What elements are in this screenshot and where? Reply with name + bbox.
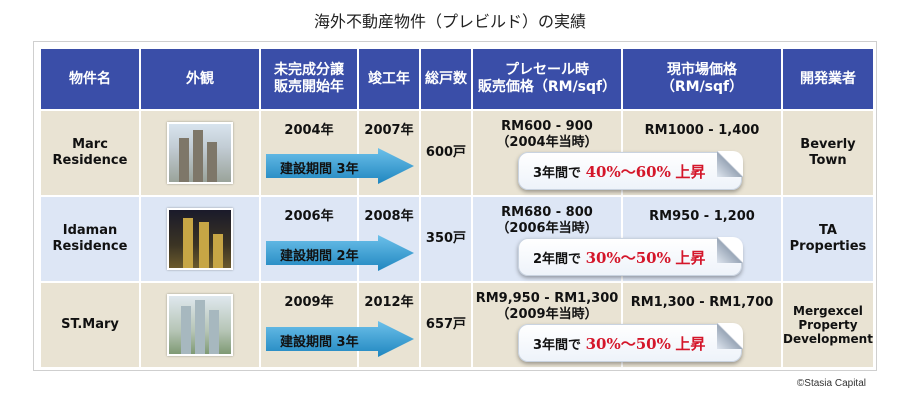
results-table-frame: 物件名 外観 未完成分譲 販売開始年 竣工年 総戸数 プレセール時 販売価格（R… — [33, 41, 877, 371]
price-gain-badge: 3年間で 30%～50% 上昇 — [518, 323, 743, 362]
property-name-cell: ST.Mary — [39, 281, 141, 369]
page-title: 海外不動産物件（プレビルド）の実績 — [313, 12, 586, 31]
developer-cell: Beverly Town — [781, 109, 875, 197]
property-name-line2: Residence — [52, 153, 128, 168]
market-price: RM1000 - 1,400 — [644, 123, 760, 138]
launch-year-cell: 2006年 — [259, 195, 359, 283]
header-launch-line2: 販売開始年 — [274, 79, 344, 95]
header-developer: 開発業者 — [781, 47, 875, 111]
presale-note: （2009年当時） — [496, 307, 598, 322]
page-curl-decoration — [717, 151, 743, 177]
table-row: Marc Residence 2004年 2007年 600戸 — [39, 109, 875, 197]
market-price: RM950 - 1,200 — [649, 209, 755, 224]
launch-year-cell: 2009年 — [259, 281, 359, 369]
property-name-line1: Idaman — [62, 223, 118, 238]
property-name-line1: ST.Mary — [61, 317, 119, 332]
header-completion: 竣工年 — [357, 47, 421, 111]
market-price: RM1,300 - RM1,700 — [630, 295, 774, 310]
header-presale-line1: プレセール時 — [505, 62, 589, 78]
header-market-line1: 現市場価格 — [667, 62, 737, 78]
header-name: 物件名 — [39, 47, 141, 111]
building-photo — [167, 122, 233, 184]
developer-line2: Property — [798, 318, 858, 332]
property-name-cell: Idaman Residence — [39, 195, 141, 283]
gain-label: 上昇 — [675, 249, 706, 267]
developer-line2: Properties — [789, 239, 867, 254]
presale-price: RM9,950 - RM1,300 — [475, 291, 619, 306]
page-curl-decoration — [717, 237, 743, 263]
launch-year: 2006年 — [284, 209, 334, 224]
launch-year: 2009年 — [284, 295, 334, 310]
presale-price: RM680 - 800 — [501, 205, 593, 220]
completion-year-cell: 2007年 — [357, 109, 421, 197]
exterior-cell — [139, 195, 261, 283]
header-market-line2: （RM/sqf） — [660, 79, 744, 95]
developer-line3: Development — [783, 332, 873, 346]
completion-year: 2012年 — [364, 295, 414, 310]
copyright-credit: ©Stasia Capital — [796, 378, 866, 389]
launch-year: 2004年 — [284, 123, 334, 138]
exterior-cell — [139, 281, 261, 369]
building-photo — [167, 294, 233, 356]
header-presale-line2: 販売価格（RM/sqf） — [477, 79, 617, 95]
completion-year-cell: 2012年 — [357, 281, 421, 369]
launch-year-cell: 2004年 — [259, 109, 359, 197]
price-gain-badge: 3年間で 40%～60% 上昇 — [518, 151, 743, 190]
header-launch-line1: 未完成分譲 — [274, 62, 344, 78]
units-cell: 657戸 — [419, 281, 473, 369]
construction-period-label: 建設期間 3年 — [280, 162, 359, 177]
construction-period-arrow: 建設期間 3年 — [266, 321, 414, 357]
building-photo — [167, 208, 233, 270]
gain-range: 30%～50% — [585, 335, 671, 353]
presale-note: （2006年当時） — [496, 221, 598, 236]
header-exterior: 外観 — [139, 47, 261, 111]
gain-range: 40%～60% — [585, 163, 671, 181]
results-table: 物件名 外観 未完成分譲 販売開始年 竣工年 総戸数 プレセール時 販売価格（R… — [39, 47, 875, 369]
developer-line1: TA — [819, 223, 837, 238]
table-row: Idaman Residence 2006年 2008年 350戸 — [39, 195, 875, 283]
presale-price: RM600 - 900 — [501, 119, 593, 134]
developer-line1: Beverly — [800, 137, 856, 152]
presale-note: （2004年当時） — [496, 135, 598, 150]
gain-label: 上昇 — [675, 335, 706, 353]
developer-line1: Mergexcel — [793, 304, 863, 318]
construction-period-arrow: 建設期間 3年 — [266, 148, 414, 184]
page-curl-decoration — [717, 323, 743, 349]
completion-year: 2007年 — [364, 123, 414, 138]
units-cell: 600戸 — [419, 109, 473, 197]
gain-period: 3年間で — [533, 166, 582, 181]
units-cell: 350戸 — [419, 195, 473, 283]
construction-period-arrow: 建設期間 2年 — [266, 235, 414, 271]
price-gain-badge: 2年間で 30%～50% 上昇 — [518, 237, 743, 276]
developer-cell: TA Properties — [781, 195, 875, 283]
property-name-line1: Marc — [72, 137, 108, 152]
property-name-cell: Marc Residence — [39, 109, 141, 197]
property-name-line2: Residence — [52, 239, 128, 254]
table-row: ST.Mary 2009年 2012年 657戸 — [39, 281, 875, 369]
gain-period: 3年間で — [533, 338, 582, 353]
construction-period-label: 建設期間 3年 — [280, 335, 359, 350]
developer-cell: Mergexcel Property Development — [781, 281, 875, 369]
exterior-cell — [139, 109, 261, 197]
gain-range: 30%～50% — [585, 249, 671, 267]
header-presale: プレセール時 販売価格（RM/sqf） — [471, 47, 623, 111]
header-market: 現市場価格 （RM/sqf） — [621, 47, 783, 111]
developer-line2: Town — [809, 153, 847, 168]
completion-year-cell: 2008年 — [357, 195, 421, 283]
gain-period: 2年間で — [533, 252, 582, 267]
completion-year: 2008年 — [364, 209, 414, 224]
gain-label: 上昇 — [675, 163, 706, 181]
header-row: 物件名 外観 未完成分譲 販売開始年 竣工年 総戸数 プレセール時 販売価格（R… — [39, 47, 875, 111]
construction-period-label: 建設期間 2年 — [280, 249, 359, 264]
header-launch: 未完成分譲 販売開始年 — [259, 47, 359, 111]
header-units: 総戸数 — [419, 47, 473, 111]
